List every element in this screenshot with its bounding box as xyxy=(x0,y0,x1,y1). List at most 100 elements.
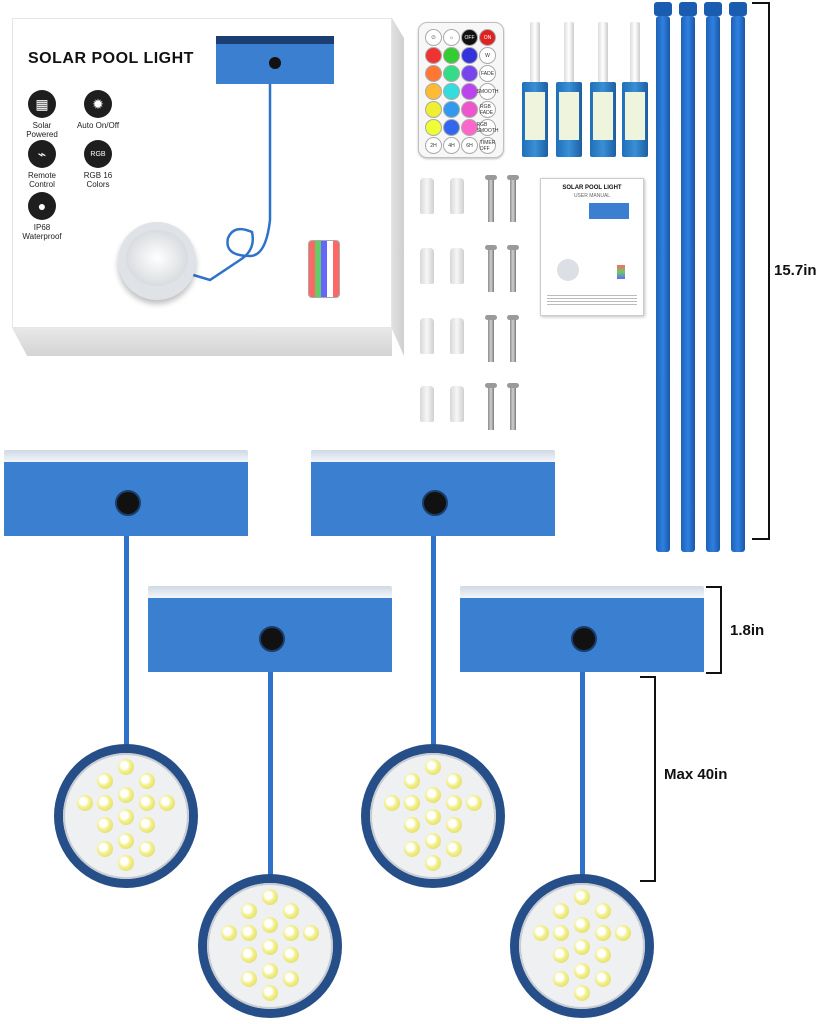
led-bulb xyxy=(118,787,134,803)
remote-icon: ⌁ xyxy=(28,140,56,168)
led-bulb xyxy=(221,925,237,941)
led-bulb xyxy=(446,795,462,811)
panel-height-cap-bottom xyxy=(706,672,722,674)
remote-2h-button: 2H xyxy=(425,137,442,154)
solar-panel-unit xyxy=(311,450,555,536)
wall-anchor xyxy=(420,178,434,214)
led-lens xyxy=(207,883,333,1009)
solar-panel-unit xyxy=(460,586,704,672)
led-light-puck xyxy=(361,744,505,888)
cord-length-cap-bottom xyxy=(640,880,656,882)
remote-off-button: OFF xyxy=(461,29,478,46)
led-bulb xyxy=(553,925,569,941)
color-green xyxy=(443,47,460,64)
product-box-bottom xyxy=(12,328,392,356)
led-bulb xyxy=(425,759,441,775)
water-drop-icon: ● xyxy=(28,192,56,220)
wall-anchor xyxy=(450,386,464,422)
screw xyxy=(485,245,497,292)
bulb-icon: ✹ xyxy=(84,90,112,118)
cable-tie xyxy=(654,2,672,552)
wall-anchor xyxy=(450,178,464,214)
color-teal xyxy=(443,65,460,82)
solar-panel-unit xyxy=(4,450,248,536)
led-bulb xyxy=(404,817,420,833)
remote-control: ⏻ ☼ OFF ON W FADE SMOOTH RGB FADE RGB SM… xyxy=(418,22,504,158)
led-bulb xyxy=(262,939,278,955)
led-lens xyxy=(63,753,189,879)
led-bulb xyxy=(574,939,590,955)
color-violet xyxy=(461,83,478,100)
panel-height-cap-top xyxy=(706,586,722,588)
led-bulb xyxy=(425,787,441,803)
feature-waterproof: ● IP68 Waterproof xyxy=(16,192,68,241)
solar-panel-icon: ▦ xyxy=(28,90,56,118)
led-bulb xyxy=(595,903,611,919)
led-bulb xyxy=(97,795,113,811)
color-cyan xyxy=(443,83,460,100)
remote-rgb-smooth-button: RGB SMOOTH xyxy=(477,119,498,136)
led-bulb xyxy=(425,833,441,849)
color-yellow xyxy=(425,101,442,118)
led-bulb xyxy=(446,841,462,857)
power-button xyxy=(571,626,597,652)
cord xyxy=(431,536,436,754)
led-bulb xyxy=(139,817,155,833)
led-lens xyxy=(370,753,496,879)
white-icon: W xyxy=(479,47,496,64)
led-bulb xyxy=(574,917,590,933)
led-bulb xyxy=(384,795,400,811)
color-indigo xyxy=(443,119,460,136)
color-orange xyxy=(425,65,442,82)
cord xyxy=(580,672,585,882)
led-bulb xyxy=(241,971,257,987)
led-light-puck xyxy=(198,874,342,1018)
remote-4h-button: 4H xyxy=(443,137,460,154)
led-light-puck xyxy=(510,874,654,1018)
color-amber xyxy=(425,83,442,100)
cord-length-cap-top xyxy=(640,676,656,678)
led-bulb xyxy=(262,985,278,1001)
led-bulb xyxy=(404,841,420,857)
led-bulb xyxy=(553,903,569,919)
led-bulb xyxy=(595,971,611,987)
tie-length-line xyxy=(768,2,770,540)
led-bulb xyxy=(574,889,590,905)
remote-timer-off-button: TIMER OFF xyxy=(479,137,496,154)
led-bulb xyxy=(425,809,441,825)
color-red xyxy=(425,47,442,64)
led-bulb xyxy=(97,773,113,789)
led-bulb xyxy=(553,971,569,987)
color-rose xyxy=(461,119,478,136)
led-bulb xyxy=(97,817,113,833)
led-bulb xyxy=(446,817,462,833)
glue-tube xyxy=(622,22,648,157)
led-bulb xyxy=(466,795,482,811)
led-bulb xyxy=(262,963,278,979)
feature-auto: ✹ Auto On/Off xyxy=(72,90,124,130)
screw xyxy=(507,245,519,292)
power-button xyxy=(422,490,448,516)
led-bulb xyxy=(241,903,257,919)
led-bulb xyxy=(77,795,93,811)
glue-tube xyxy=(522,22,548,157)
tie-length-cap-top xyxy=(752,2,770,4)
manual-subtitle: USER MANUAL xyxy=(573,193,611,199)
cable-tie xyxy=(729,2,747,552)
feature-solar: ▦ Solar Powered xyxy=(16,90,68,139)
remote-smooth-button: SMOOTH xyxy=(477,83,498,100)
color-pink xyxy=(461,101,478,118)
led-bulb xyxy=(139,773,155,789)
color-sky xyxy=(443,101,460,118)
led-bulb xyxy=(283,971,299,987)
box-remote-illustration xyxy=(308,240,340,298)
cord-length-line xyxy=(654,676,656,882)
led-bulb xyxy=(283,947,299,963)
bulb-icon: ☼ xyxy=(443,29,460,46)
tie-length-label: 15.7in xyxy=(774,262,817,279)
led-bulb xyxy=(446,773,462,789)
product-box-side xyxy=(392,18,404,356)
led-bulb xyxy=(404,773,420,789)
rgb-icon: RGB xyxy=(84,140,112,168)
led-bulb xyxy=(283,925,299,941)
